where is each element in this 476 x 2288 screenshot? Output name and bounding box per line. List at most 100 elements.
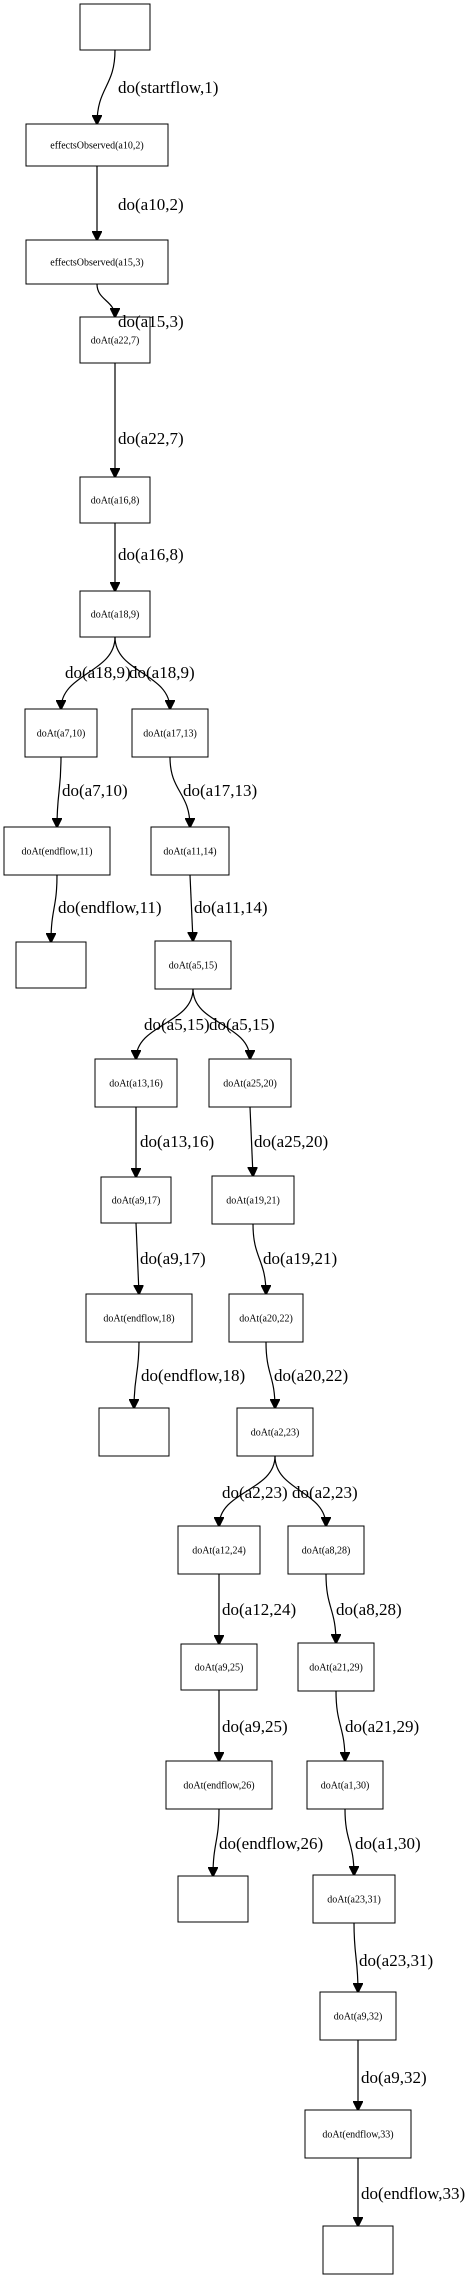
- node-box: [319, 1991, 397, 2041]
- edge-label: do(a9,32): [361, 2068, 427, 2087]
- terminal-node: [177, 1875, 249, 1923]
- node-box: [177, 1525, 261, 1575]
- edge-arrow: [252, 1223, 266, 1294]
- state-node: doAt(a8,28): [287, 1525, 365, 1575]
- edge-arrow: [61, 636, 116, 709]
- edge-label: do(endflow,18): [141, 1366, 245, 1385]
- state-node: doAt(a9,17): [100, 1176, 172, 1224]
- node-label: doAt(a23,31): [327, 1895, 381, 1906]
- nodes-layer: effectsObserved(a10,2)effectsObserved(a1…: [3, 3, 412, 2275]
- terminal-node: [79, 3, 151, 51]
- node-box: [85, 1293, 193, 1343]
- edge-label: do(a20,22): [274, 1366, 348, 1385]
- node-box: [94, 1058, 178, 1108]
- node-box: [211, 1175, 295, 1225]
- terminal-node: [98, 1407, 170, 1457]
- node-box: [208, 1058, 292, 1108]
- node-box: [180, 1643, 258, 1691]
- state-node: doAt(a13,16): [94, 1058, 178, 1108]
- edges-layer: [51, 49, 358, 2226]
- node-label: doAt(a12,24): [192, 1546, 246, 1557]
- state-node: doAt(a17,13): [131, 708, 209, 758]
- node-label: doAt(a21,29): [309, 1663, 363, 1674]
- state-node: doAt(a22,7): [79, 316, 151, 364]
- node-label: doAt(a16,8): [91, 496, 140, 507]
- node-box: [3, 826, 111, 876]
- edge-arrow: [250, 1106, 253, 1176]
- edge-label: do(a9,25): [222, 1717, 288, 1736]
- node-label: doAt(endflow,26): [183, 1781, 254, 1792]
- node-box: [177, 1875, 249, 1923]
- state-node: doAt(endflow,11): [3, 826, 111, 876]
- edge-arrow: [274, 1455, 326, 1526]
- node-box: [98, 1407, 170, 1457]
- edge-label: do(endflow,33): [361, 2184, 465, 2203]
- edge-arrow: [114, 636, 170, 709]
- edge-label: do(a11,14): [194, 898, 268, 917]
- state-node: doAt(a16,8): [79, 476, 151, 524]
- edge-arrow: [96, 283, 115, 317]
- node-label: doAt(a25,20): [223, 1079, 277, 1090]
- node-box: [24, 708, 98, 758]
- edge-labels-layer: do(startflow,1) do(a10,2) do(a15,3) do(a22,…: [58, 78, 465, 2203]
- state-node: doAt(a21,29): [297, 1642, 375, 1692]
- node-label: doAt(endflow,33): [322, 2130, 393, 2141]
- edge-arrow: [97, 49, 116, 124]
- node-box: [79, 590, 151, 638]
- node-label: doAt(endflow,11): [22, 847, 93, 858]
- state-node: doAt(a23,31): [312, 1874, 396, 1924]
- edge-label: do(a18,9): [129, 663, 195, 682]
- node-label: doAt(a17,13): [143, 729, 197, 740]
- node-box: [25, 239, 169, 285]
- node-label: doAt(a9,25): [195, 1663, 244, 1674]
- node-box: [154, 940, 232, 990]
- edge-label: do(a21,29): [345, 1717, 419, 1736]
- state-node: doAt(a5,15): [154, 940, 232, 990]
- edge-label: do(a9,17): [140, 1249, 206, 1268]
- node-box: [15, 941, 87, 989]
- node-label: doAt(a11,14): [163, 847, 216, 858]
- edge-arrow: [213, 1808, 220, 1876]
- edge-label: do(a15,3): [118, 312, 184, 331]
- edge-label: do(startflow,1): [118, 78, 218, 97]
- state-node: effectsObserved(a15,3): [25, 239, 169, 285]
- edge-label: do(a16,8): [118, 545, 184, 564]
- edge-label: do(a12,24): [222, 1600, 296, 1619]
- edge-arrow: [169, 756, 190, 827]
- node-label: effectsObserved(a15,3): [50, 258, 143, 269]
- terminal-node: [15, 941, 87, 989]
- state-node: doAt(a12,24): [177, 1525, 261, 1575]
- edge-arrow: [136, 988, 194, 1059]
- edge-label: do(a5,15): [144, 1015, 210, 1034]
- node-box: [306, 1760, 384, 1810]
- state-node: doAt(endflow,33): [304, 2109, 412, 2159]
- edge-label: do(a22,7): [118, 429, 184, 448]
- edge-label: do(endflow,26): [219, 1834, 323, 1853]
- state-node: doAt(a1,30): [306, 1760, 384, 1810]
- edge-arrow: [219, 1455, 276, 1526]
- node-box: [297, 1642, 375, 1692]
- node-box: [236, 1407, 314, 1457]
- edge-arrow: [335, 1690, 345, 1761]
- node-label: doAt(a20,22): [239, 1314, 293, 1325]
- edge-label: do(a13,16): [140, 1132, 214, 1151]
- node-box: [100, 1176, 172, 1224]
- state-node: doAt(a20,22): [228, 1293, 304, 1343]
- node-label: doAt(a5,15): [169, 961, 218, 972]
- state-node: doAt(a9,32): [319, 1991, 397, 2041]
- edge-label: do(a18,9): [65, 663, 131, 682]
- edge-label: do(a8,28): [336, 1600, 402, 1619]
- edge-label: do(a25,20): [254, 1132, 328, 1151]
- node-label: doAt(a18,9): [91, 610, 140, 621]
- state-node: doAt(a18,9): [79, 590, 151, 638]
- node-label: doAt(a22,7): [91, 336, 140, 347]
- node-label: doAt(a19,21): [226, 1196, 280, 1207]
- edge-arrow: [190, 874, 193, 941]
- node-box: [25, 123, 169, 167]
- node-box: [79, 3, 151, 51]
- edge-arrow: [265, 1341, 275, 1408]
- edge-arrow: [344, 1808, 354, 1875]
- state-node: doAt(endflow,18): [85, 1293, 193, 1343]
- edge-label: do(a10,2): [118, 195, 184, 214]
